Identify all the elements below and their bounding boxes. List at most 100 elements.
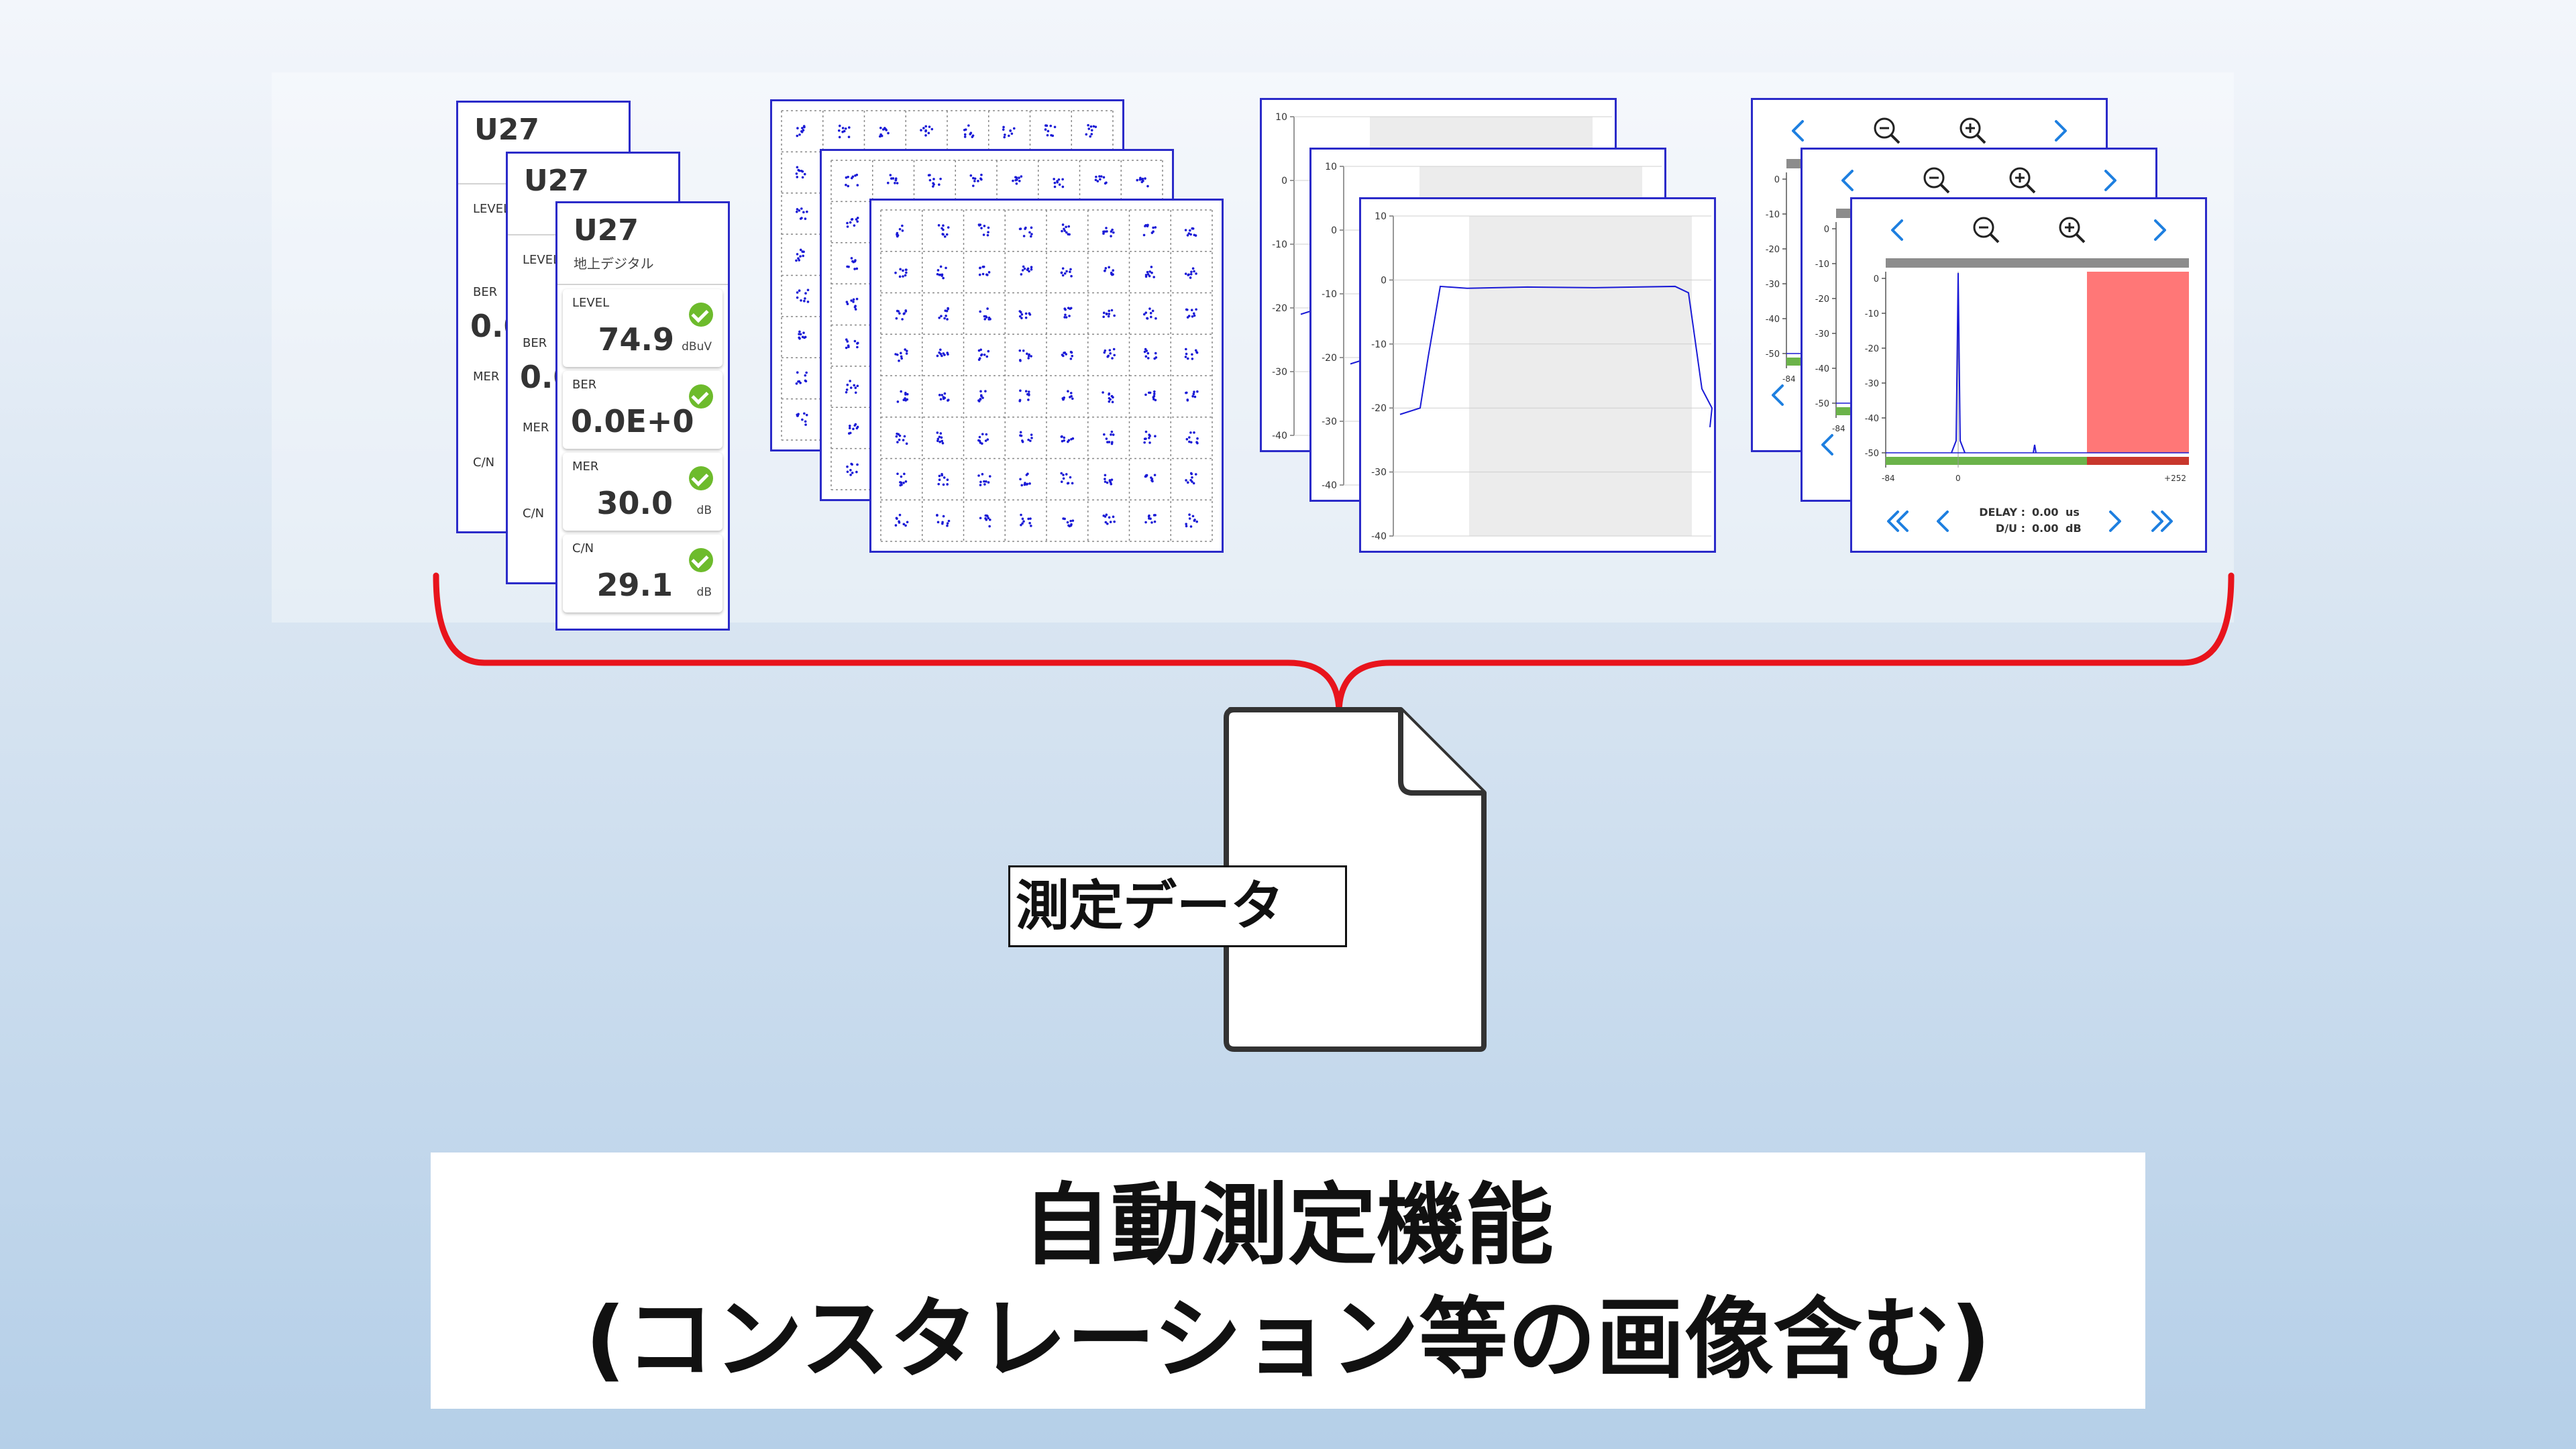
channel-subtitle: 地上デジタル bbox=[574, 256, 654, 272]
grouping-bracket bbox=[433, 572, 2235, 714]
channel-label: U27 bbox=[524, 164, 589, 198]
constellation-point bbox=[1028, 482, 1031, 485]
constellation-point bbox=[895, 435, 898, 438]
constellation-point bbox=[983, 354, 986, 356]
constellation-point bbox=[1154, 514, 1157, 517]
constellation-point bbox=[1063, 272, 1067, 275]
constellation-point bbox=[1189, 233, 1192, 236]
constellation-point bbox=[1102, 515, 1106, 517]
constellation-point bbox=[1104, 478, 1106, 480]
constellation-point bbox=[932, 185, 934, 188]
level-label: LEVEL bbox=[523, 253, 560, 267]
constellation-point bbox=[1023, 483, 1026, 486]
constellation-point bbox=[846, 470, 849, 474]
y-tick-label: -30 bbox=[1815, 329, 1829, 339]
constellation-point bbox=[1185, 308, 1188, 311]
constellation-point bbox=[1014, 176, 1017, 178]
y-tick-label: -20 bbox=[1815, 294, 1829, 305]
constellation-point bbox=[845, 301, 849, 303]
constellation-point bbox=[1070, 351, 1073, 354]
y-tick-label: -10 bbox=[1865, 309, 1879, 319]
constellation-point bbox=[806, 301, 810, 303]
y-tick-label: -30 bbox=[1865, 379, 1879, 389]
chevron-left-icon bbox=[1937, 511, 1949, 532]
constellation-point bbox=[1150, 521, 1153, 524]
mer-value: 30.0 bbox=[596, 485, 674, 521]
y-tick-label: -10 bbox=[1815, 260, 1829, 270]
constellation-point bbox=[854, 386, 857, 389]
constellation-point bbox=[800, 299, 802, 302]
constellation-point bbox=[1066, 521, 1069, 524]
document-label: 測定データ bbox=[1008, 865, 1347, 947]
constellation-point bbox=[1065, 225, 1067, 229]
constellation-point bbox=[1184, 229, 1187, 231]
constellation-point bbox=[1112, 396, 1114, 399]
constellation-point bbox=[1194, 473, 1197, 476]
constellation-point bbox=[1027, 517, 1030, 521]
constellation-point bbox=[901, 318, 904, 321]
constellation-point bbox=[895, 317, 898, 320]
constellation-point bbox=[852, 298, 855, 301]
constellation-point bbox=[1027, 390, 1030, 393]
constellation-point bbox=[938, 435, 941, 439]
constellation-point bbox=[1053, 181, 1057, 184]
constellation-point bbox=[1021, 440, 1024, 443]
constellation-point bbox=[1110, 430, 1114, 433]
constellation-point bbox=[984, 517, 987, 520]
constellation-point bbox=[1146, 357, 1150, 360]
constellation-point bbox=[971, 134, 975, 137]
constellation-point bbox=[940, 315, 943, 318]
constellation-point bbox=[983, 318, 987, 321]
constellation-point bbox=[1111, 400, 1114, 404]
constellation-point bbox=[1144, 274, 1148, 276]
constellation-point bbox=[1144, 355, 1148, 358]
constellation-point bbox=[897, 310, 900, 313]
y-tick-label: -10 bbox=[1371, 339, 1387, 350]
constellation-point bbox=[1021, 517, 1024, 521]
constellation-point bbox=[892, 177, 895, 180]
constellation-point bbox=[898, 438, 901, 441]
constellation-point bbox=[1002, 128, 1005, 131]
constellation-point bbox=[1058, 183, 1061, 186]
cn-unit: dB bbox=[696, 586, 712, 599]
constellation-point bbox=[1104, 269, 1106, 272]
x-left-label: -84 bbox=[1782, 374, 1796, 384]
y-tick-label: 10 bbox=[1275, 112, 1287, 123]
constellation-point bbox=[1144, 437, 1147, 440]
double-chevron-left-icon bbox=[1887, 511, 1909, 532]
constellation-point bbox=[847, 175, 849, 178]
constellation-point bbox=[898, 275, 902, 278]
y-tick-label: -30 bbox=[1766, 280, 1780, 290]
constellation-point bbox=[1150, 315, 1152, 319]
y-tick-label: -20 bbox=[1272, 303, 1287, 314]
constellation-grid bbox=[880, 209, 1213, 542]
constellation-point bbox=[1113, 520, 1116, 523]
constellation-point bbox=[1104, 474, 1107, 477]
constellation-point bbox=[1022, 350, 1025, 352]
constellation-point bbox=[886, 181, 890, 184]
chevron-left-icon bbox=[1821, 434, 1833, 455]
constellation-point bbox=[936, 514, 938, 517]
mer-box: MER 30.0 dB bbox=[563, 453, 722, 531]
constellation-point bbox=[932, 183, 935, 186]
constellation-point bbox=[1016, 178, 1018, 181]
constellation-point bbox=[846, 225, 849, 228]
constellation-point bbox=[1044, 128, 1047, 131]
constellation-point bbox=[1146, 273, 1150, 276]
constellation-point bbox=[1102, 232, 1105, 235]
constellation-point bbox=[1102, 230, 1105, 233]
constellation-point bbox=[1071, 482, 1074, 485]
constellation-point bbox=[979, 348, 982, 352]
constellation-point bbox=[963, 136, 967, 138]
constellation-point bbox=[1146, 270, 1149, 274]
constellation-point bbox=[798, 259, 801, 262]
constellation-point bbox=[1100, 175, 1103, 178]
constellation-point bbox=[896, 432, 898, 435]
constellation-point bbox=[979, 390, 982, 393]
constellation-point bbox=[985, 273, 988, 276]
constellation-point bbox=[1189, 272, 1193, 276]
constellation-point bbox=[946, 522, 949, 525]
constellation-point bbox=[851, 176, 853, 180]
constellation-point bbox=[795, 382, 798, 385]
constellation-point bbox=[800, 217, 803, 219]
